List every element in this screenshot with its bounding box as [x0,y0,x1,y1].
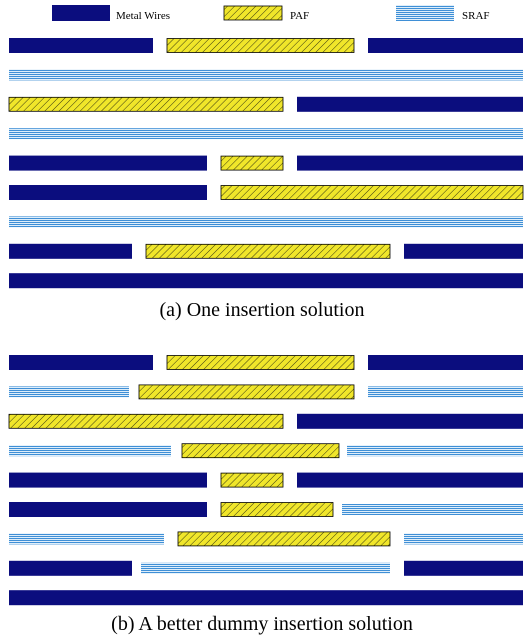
paf-bar [181,443,340,459]
paf-bar [220,185,524,200]
sraf-bar [9,386,129,398]
paf-bar [177,531,391,547]
panel-a-caption: (a) One insertion solution [160,299,365,321]
legend: Metal Wires PAF SRAF [52,5,490,22]
legend-metal-swatch [52,5,110,21]
metal-wire [9,155,207,171]
sraf-bar [342,504,523,515]
legend-paf-label: PAF [290,10,309,22]
metal-wire [9,590,523,606]
metal-wire [9,355,153,370]
metal-wire [368,38,523,53]
metal-wire [368,355,523,370]
paf-bar [8,96,284,112]
paf-bar [220,472,284,488]
metal-wire [9,560,132,576]
paf-bar [220,155,284,171]
metal-wire [9,273,523,289]
paf-bar [8,413,284,429]
sraf-bar [9,445,171,457]
sraf-bar [9,216,523,228]
legend-metal-label: Metal Wires [116,10,170,22]
sraf-bar [368,386,523,398]
paf-bar [145,243,391,259]
sraf-bar [404,533,523,545]
legend-paf-swatch [223,5,283,21]
metal-wire [9,472,207,488]
sraf-bar [141,562,390,574]
sraf-bar [347,445,523,457]
metal-wire [404,560,523,576]
metal-wire [9,502,207,517]
metal-wire [297,96,523,112]
metal-wire [297,472,523,488]
paf-bar [166,38,355,53]
metal-wire [9,38,153,53]
paf-bar [220,502,334,517]
panel-a-layout [8,38,524,289]
paf-bar [166,355,355,370]
sraf-bar [9,69,523,81]
paf-bar [138,384,355,400]
legend-sraf-label: SRAF [462,10,490,22]
metal-wire [404,243,523,259]
panel-b-layout [8,355,523,606]
metal-wire [9,185,207,200]
sraf-bar [9,128,523,140]
legend-sraf-swatch [396,5,454,21]
sraf-bar [9,533,164,545]
metal-wire [297,413,523,429]
panel-b-caption: (b) A better dummy insertion solution [111,613,413,635]
metal-wire [297,155,523,171]
metal-wire [9,243,132,259]
